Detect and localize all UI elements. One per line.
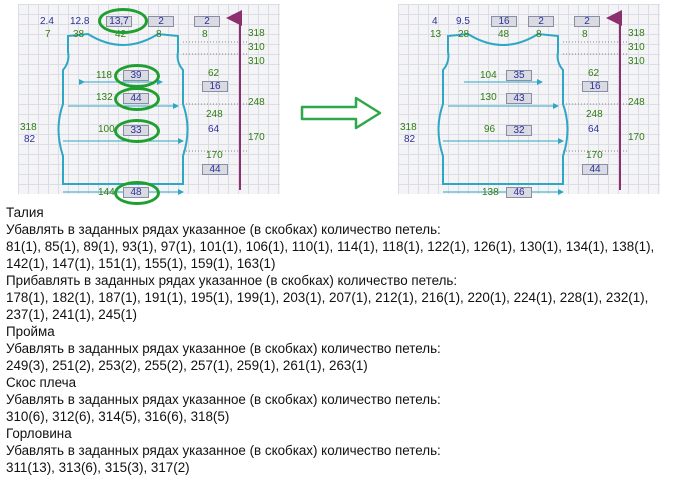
section-title-shoulder: Скос плеча <box>6 375 77 390</box>
section-title-waist: Талия <box>6 205 44 220</box>
label-right-5: 170 <box>248 132 265 143</box>
label-inner-10: 64 <box>588 124 600 135</box>
label-inner-10: 64 <box>208 124 220 135</box>
label-right-5: 170 <box>628 132 645 143</box>
label-side-1: 318 <box>400 122 417 133</box>
section-line: 311(13), 313(6), 315(3), 317(2) <box>6 460 190 475</box>
box-inner-8: 16 <box>582 81 608 92</box>
highlight-ring-48 <box>114 181 160 205</box>
section-line: 249(3), 251(2), 253(2), 255(2), 257(1), … <box>6 358 368 373</box>
box-top-3: 16 <box>491 16 517 27</box>
highlight-ring-top <box>98 8 148 34</box>
label-second-5: 8 <box>582 29 588 40</box>
label-bottom-1: 138 <box>482 187 499 198</box>
pattern-diagram-corrected: 4 9.5 16 2 2 13 28 48 8 8 318 310 310 24… <box>398 4 660 198</box>
section-line: 310(6), 312(6), 314(5), 316(6), 318(5) <box>6 409 230 424</box>
section-line: Прибавлять в заданных рядах указанное (в… <box>6 273 458 288</box>
section-line: Убавлять в заданных рядах указанное (в с… <box>6 392 441 407</box>
label-right-4: 248 <box>628 97 645 108</box>
label-second-1: 7 <box>45 29 51 40</box>
section-line: 178(1), 182(1), 187(1), 191(1), 195(1), … <box>6 290 649 305</box>
box-inner-12: 44 <box>202 164 228 175</box>
label-second-2: 28 <box>458 29 470 40</box>
arrow-right-icon <box>300 96 382 130</box>
label-inner-5: 96 <box>484 124 496 135</box>
label-second-2: 38 <box>73 29 85 40</box>
box-top-4: 2 <box>148 16 174 27</box>
section-line: Убавлять в заданных рядах указанное (в с… <box>6 443 441 458</box>
label-second-3: 48 <box>498 29 510 40</box>
box-top-4: 2 <box>528 16 554 27</box>
label-top-1: 2.4 <box>40 16 54 27</box>
label-second-4: 8 <box>536 29 542 40</box>
label-right-1: 318 <box>628 28 645 39</box>
box-top-5: 2 <box>194 16 220 27</box>
label-right-1: 318 <box>248 28 265 39</box>
label-inner-1: 118 <box>96 70 112 81</box>
box-top-5: 2 <box>574 16 600 27</box>
box-inner-2: 35 <box>506 70 532 81</box>
label-right-4: 248 <box>248 97 265 108</box>
highlight-ring-39 <box>114 64 160 88</box>
section-line: 142(1), 147(1), 151(1), 155(1), 159(1), … <box>6 256 276 271</box>
section-line: 81(1), 85(1), 89(1), 93(1), 97(1), 101(1… <box>6 239 655 254</box>
label-inner-3: 130 <box>480 92 497 103</box>
label-inner-7: 62 <box>588 68 600 79</box>
garment-outline <box>437 10 628 195</box>
label-top-1: 4 <box>432 16 438 27</box>
highlight-ring-33 <box>114 119 160 143</box>
box-inner-8: 16 <box>202 81 228 92</box>
box-bottom-2: 46 <box>506 187 532 198</box>
section-title-neckline: Горловина <box>6 426 72 441</box>
highlight-ring-44 <box>114 87 160 111</box>
label-side-2: 82 <box>404 134 416 145</box>
label-inner-5: 100 <box>98 124 115 135</box>
label-second-1: 13 <box>430 29 442 40</box>
label-bottom-1: 144 <box>98 187 115 198</box>
label-right-2: 310 <box>628 42 645 53</box>
label-inner-9: 248 <box>206 109 223 120</box>
pattern-diagram-original: 2.4 12.8 13,7 2 2 7 38 42 8 8 318 310 31… <box>18 4 280 205</box>
label-top-2: 9.5 <box>456 16 470 27</box>
label-top-2: 12.8 <box>70 16 90 27</box>
label-inner-9: 248 <box>586 109 603 120</box>
box-inner-12: 44 <box>582 164 608 175</box>
label-inner-11: 170 <box>586 150 603 161</box>
label-inner-11: 170 <box>206 150 223 161</box>
label-right-3: 310 <box>628 56 645 67</box>
section-title-armhole: Пройма <box>6 324 55 339</box>
label-second-3: 42 <box>115 29 127 40</box>
label-inner-7: 62 <box>208 68 220 79</box>
label-right-2: 310 <box>248 42 265 53</box>
label-side-2: 82 <box>24 134 36 145</box>
label-second-4: 8 <box>156 29 162 40</box>
section-line: Убавлять в заданных рядах указанное (в с… <box>6 341 441 356</box>
section-line: Убавлять в заданных рядах указанное (в с… <box>6 222 441 237</box>
box-inner-4: 43 <box>506 93 532 104</box>
label-inner-1: 104 <box>480 70 497 81</box>
label-right-3: 310 <box>248 56 265 67</box>
label-second-5: 8 <box>202 29 208 40</box>
box-inner-6: 32 <box>506 125 532 136</box>
label-inner-3: 132 <box>96 92 113 103</box>
label-side-1: 318 <box>20 122 37 133</box>
instructions: Талия Убавлять в заданных рядах указанно… <box>6 204 696 476</box>
section-line: 237(1), 241(1), 245(1) <box>6 307 138 322</box>
